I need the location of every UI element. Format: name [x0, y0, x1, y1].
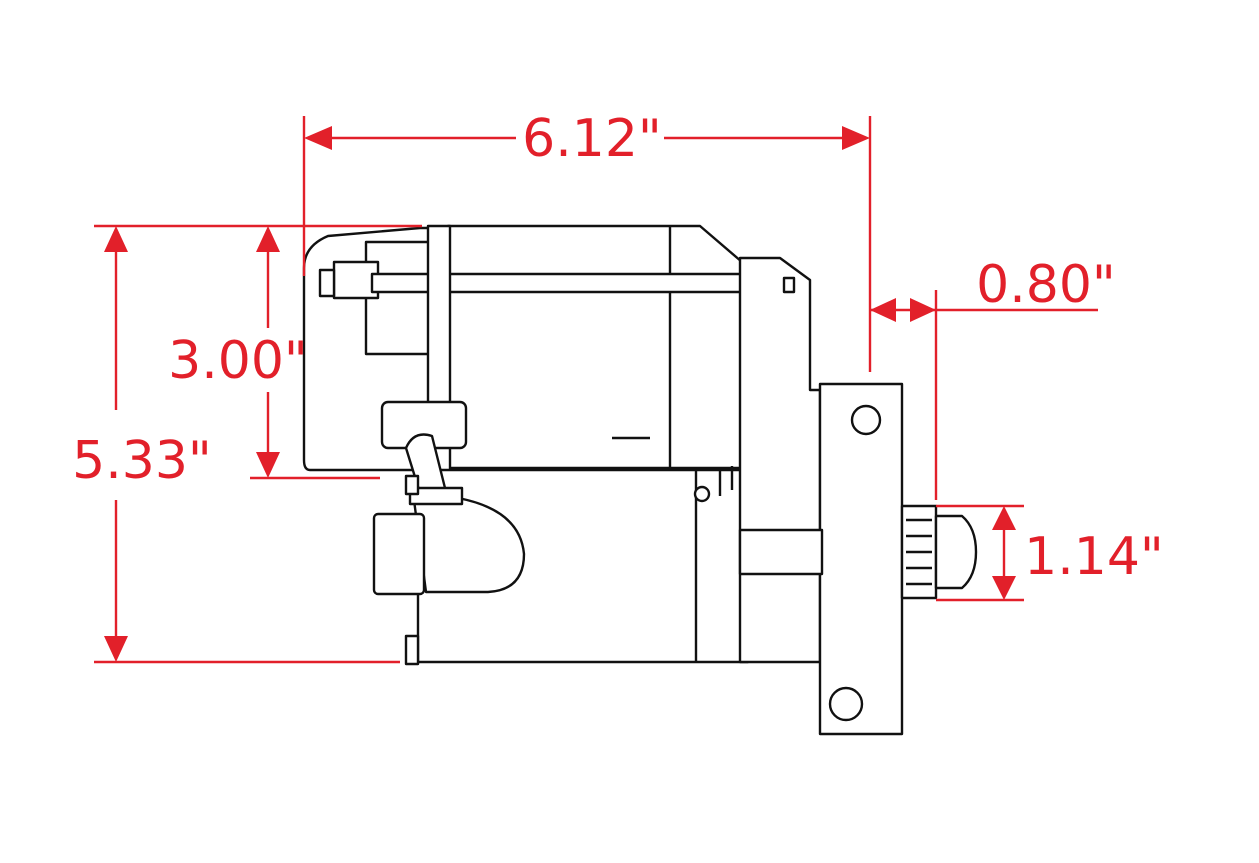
drive-housing: [738, 256, 822, 664]
mounting-flange: [818, 382, 904, 736]
overall-length-label: 6.12": [522, 109, 662, 169]
wire-boot: [412, 496, 526, 594]
dimension-solenoid-height: 3.00": [168, 226, 380, 480]
overall-height-label: 5.33": [72, 431, 212, 491]
pinion-nose: [934, 514, 978, 590]
dimension-overall-length: 6.12": [302, 109, 872, 372]
motor-housing-upper: [446, 224, 744, 470]
dimension-overall-height: 5.33": [72, 224, 422, 664]
mounting-hole-top: [850, 404, 882, 436]
pinion-offset-label: 0.80": [976, 255, 1116, 315]
dimension-pinion-diameter: 1.14": [936, 504, 1164, 602]
starter-motor-drawing: [302, 224, 978, 736]
field-terminal: [372, 512, 426, 596]
solenoid-terminal-nut: [318, 268, 336, 298]
drive-shaft: [738, 528, 824, 576]
mounting-hole-bottom: [828, 686, 864, 722]
solenoid-height-label: 3.00": [168, 331, 308, 391]
pinion-diameter-label: 1.14": [1024, 527, 1164, 587]
dimension-annotations: 6.12" 0.80" 5.33" 3.00: [72, 109, 1164, 664]
dimension-pinion-offset: 0.80": [870, 255, 1116, 500]
